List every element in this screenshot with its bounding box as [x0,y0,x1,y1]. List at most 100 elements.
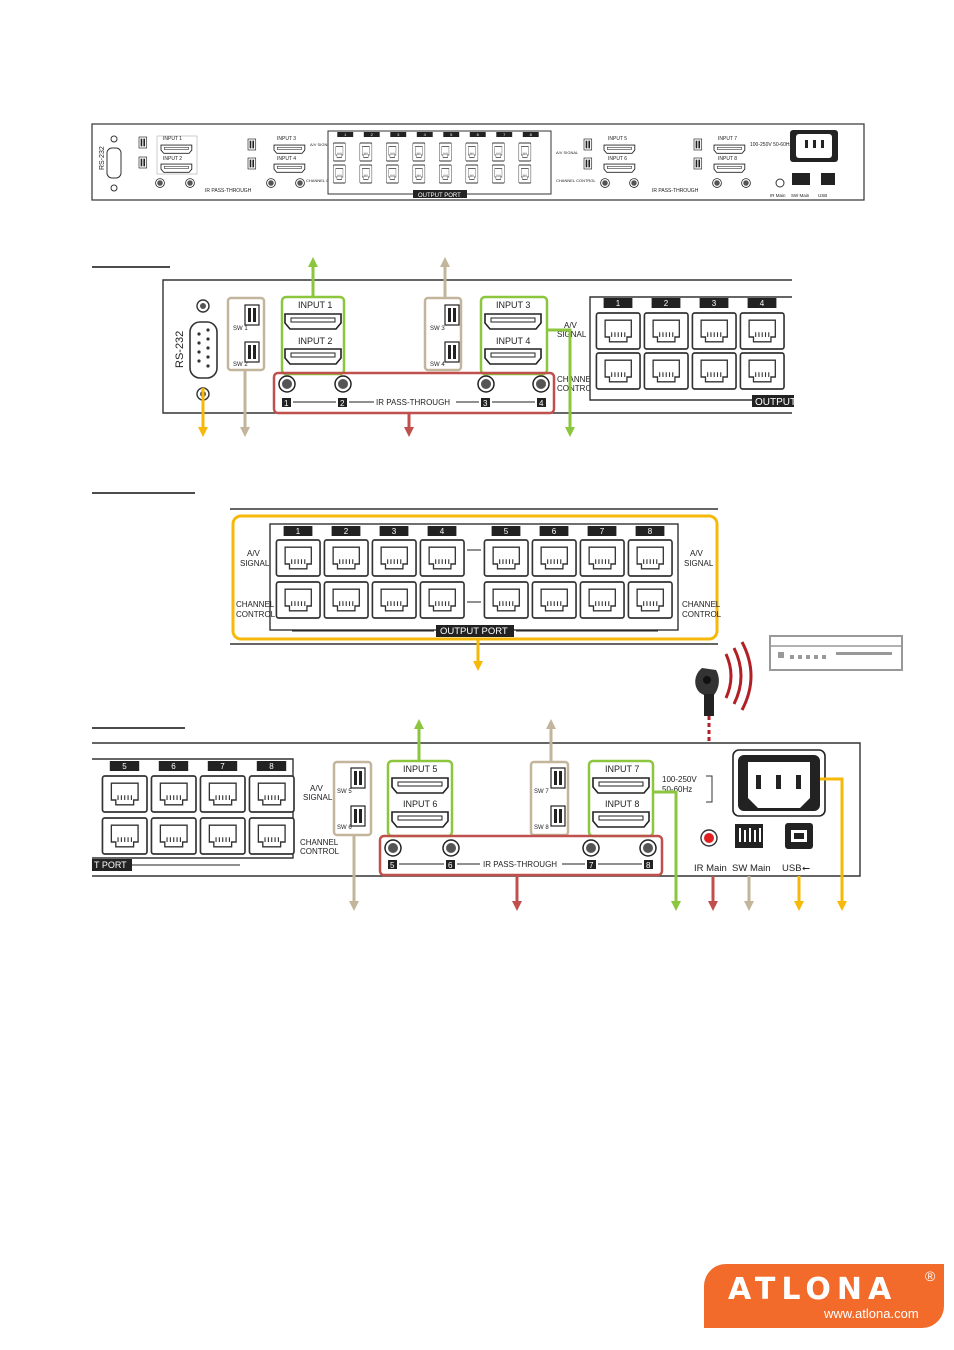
d2-control-jack[interactable] [627,581,673,619]
ov-control-jack[interactable] [438,164,452,184]
d2-port-number: 4 [440,527,445,536]
d3-av-jack[interactable] [101,775,148,813]
ov-control-jack[interactable] [359,164,373,184]
d1-port-number: 1 [616,299,621,308]
d2-control-jack[interactable] [419,581,465,619]
d2-av-jack[interactable] [531,539,577,577]
ov-port-number: 3 [397,132,400,137]
ov-av-jack[interactable] [491,142,505,162]
ov-port-tab [469,132,486,137]
ov-port-tab [337,132,354,137]
d2-control-jack[interactable] [275,581,321,619]
d3-av-jack[interactable] [150,775,197,813]
ov-port-number: 5 [450,132,453,137]
d3-av-signal-1: A/V [310,784,324,793]
ov-av-jack[interactable] [332,142,346,162]
ov-av-jack[interactable] [412,142,426,162]
ov-control-jack[interactable] [385,164,399,184]
d2-av-jack[interactable] [323,539,369,577]
d1-ir-num-3: 3 [483,399,488,408]
d2-port-tab [379,526,409,536]
d3-sw7: SW 7 [534,789,549,795]
d3-input5: INPUT 5 [403,764,437,774]
d2-control-jack[interactable] [579,581,625,619]
ov-control-jack[interactable] [518,164,532,184]
d1-port-tab [603,298,633,308]
ov-av-jack[interactable] [465,142,479,162]
d3-port-tab [109,761,140,771]
usb-icon: ⭠ [802,863,810,874]
d1-av-jack[interactable] [739,312,785,350]
d2-port-number: 1 [296,527,301,536]
ov-port-tab [363,132,380,137]
d1-control-jack[interactable] [691,352,737,390]
d2-control-jack[interactable] [483,581,529,619]
d2-port-tab [283,526,313,536]
ov-av-jack[interactable] [359,142,373,162]
d2-control-jack[interactable] [371,581,417,619]
d2-av-jack[interactable] [371,539,417,577]
d1-ir-num-4: 4 [539,399,544,408]
overview-sw-main: SW Main [791,193,810,198]
d3-port-number: 7 [220,762,225,771]
d2-channel-control-right-1: CHANNEL [682,600,721,609]
d1-input2: INPUT 2 [298,336,332,346]
ov-control-jack[interactable] [465,164,479,184]
d3-port-tab [256,761,287,771]
overview-ir-main: IR Main [770,193,786,198]
d1-port-tab [747,298,777,308]
overview-input8: INPUT 8 [718,156,737,162]
d3-av-jack[interactable] [248,775,295,813]
ov-port-tab [522,132,539,137]
d2-av-jack[interactable] [419,539,465,577]
d2-av-jack[interactable] [483,539,529,577]
ov-control-jack[interactable] [412,164,426,184]
ov-control-jack[interactable] [491,164,505,184]
d3-input7: INPUT 7 [605,764,639,774]
d2-control-jack[interactable] [323,581,369,619]
d2-port-number: 6 [552,527,557,536]
d2-control-jack[interactable] [531,581,577,619]
d2-port-tab [539,526,569,536]
ov-av-jack[interactable] [518,142,532,162]
d2-av-jack[interactable] [627,539,673,577]
d3-channel-control-1: CHANNEL [300,838,339,847]
d1-av-jack[interactable] [643,312,689,350]
d2-port-number: 7 [600,527,605,536]
ov-control-jack[interactable] [332,164,346,184]
logo-brand: ATLONA [728,1272,898,1307]
d3-port-number: 8 [269,762,274,771]
d1-av-jack[interactable] [595,312,641,350]
overview-panel: RS-232 INPUT 1 INPUT 2 INPUT 3 INPUT 4 A… [91,123,865,201]
d1-control-jack[interactable] [739,352,785,390]
d3-control-jack[interactable] [101,817,148,855]
overview-ir-pass-right: IR PASS-THROUGH [652,188,699,194]
overview-av-signal-right: A/V SIGNAL [556,150,579,155]
d3-usb: USB [782,863,802,874]
d1-input1: INPUT 1 [298,300,332,310]
d3-power-1: 100-250V [662,775,697,784]
overview-ir-pass-left: IR PASS-THROUGH [205,188,252,194]
d1-control-jack[interactable] [643,352,689,390]
d3-port-number: 5 [122,762,127,771]
ov-port-number: 6 [477,132,480,137]
d2-av-jack[interactable] [579,539,625,577]
d2-av-jack[interactable] [275,539,321,577]
ov-port-number: 4 [424,132,427,137]
ov-av-jack[interactable] [385,142,399,162]
d1-control-jack[interactable] [595,352,641,390]
ov-av-jack[interactable] [438,142,452,162]
d1-av-jack[interactable] [691,312,737,350]
d3-input8: INPUT 8 [605,799,639,809]
d3-control-jack[interactable] [248,817,295,855]
d3-control-jack[interactable] [150,817,197,855]
d1-output-label: OUTPUT [755,397,796,408]
d1-ir-numbers: 1 2 3 4 [282,398,546,408]
d3-control-jack[interactable] [199,817,246,855]
overview-rs232-label: RS-232 [99,146,106,170]
d3-port-tab [207,761,238,771]
d3-av-jack[interactable] [199,775,246,813]
d2-channel-control-right-2: CONTROL [682,610,722,619]
